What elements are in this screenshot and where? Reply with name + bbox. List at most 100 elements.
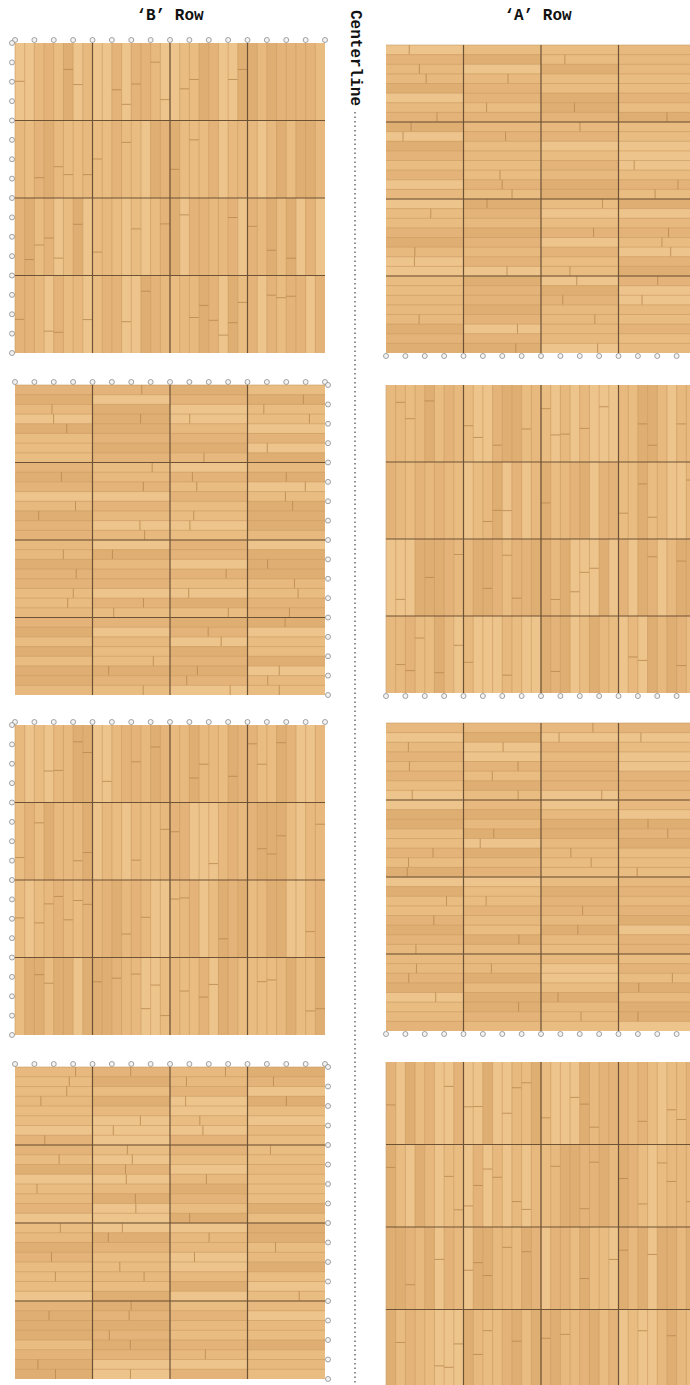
centerline: [354, 112, 355, 1385]
tile-tab: [303, 720, 308, 725]
tile-tab: [326, 460, 331, 465]
tile-tab: [422, 354, 427, 359]
tile-tab: [326, 1260, 331, 1265]
tile-tab: [90, 380, 95, 385]
tile-tab: [109, 38, 114, 43]
row-label: ‘B’ Row: [136, 8, 203, 24]
tile-tab: [264, 1062, 269, 1067]
tile-tab: [168, 720, 173, 725]
tile-tab: [10, 897, 15, 902]
tile-tab: [10, 196, 15, 201]
tile-tab: [655, 354, 660, 359]
tile-surface: [386, 385, 690, 693]
tile-tab: [635, 694, 640, 699]
tile-tab: [519, 694, 524, 699]
tile-tab: [674, 1032, 679, 1037]
tile-tab: [187, 380, 192, 385]
tile-tab: [577, 1032, 582, 1037]
tile-tab: [519, 1032, 524, 1037]
tile-tab: [10, 176, 15, 181]
tile-tab: [284, 1062, 289, 1067]
tile-surface: [15, 725, 325, 1035]
tile-tab: [597, 1032, 602, 1037]
tile-tab: [10, 157, 15, 162]
tile-tab: [403, 694, 408, 699]
tile-tab: [32, 38, 37, 43]
floor-tile: [384, 723, 690, 1037]
tile-tab: [461, 694, 466, 699]
tile-tab: [326, 1201, 331, 1206]
tile-tab: [245, 38, 250, 43]
tile-tab: [71, 720, 76, 725]
tile-surface: [386, 1062, 690, 1385]
tile-tab: [206, 380, 211, 385]
tile-tab: [384, 354, 389, 359]
tile-tab: [10, 742, 15, 747]
tile-tab: [558, 354, 563, 359]
tile-tab: [32, 380, 37, 385]
tile-tab: [326, 615, 331, 620]
tile-tab: [32, 720, 37, 725]
tile-tab: [168, 1062, 173, 1067]
tile-tab: [326, 1123, 331, 1128]
tile-tab: [226, 1062, 231, 1067]
tile-tab: [10, 819, 15, 824]
tile-tab: [187, 38, 192, 43]
tile-tab: [13, 1062, 18, 1067]
floor-tile: [10, 720, 328, 1038]
tile-tab: [500, 694, 505, 699]
tile-tab: [577, 694, 582, 699]
tile-tab: [326, 1279, 331, 1284]
tile-tab: [326, 1357, 331, 1362]
tile-tab: [326, 654, 331, 659]
tile-tab: [539, 1032, 544, 1037]
tile-tab: [635, 354, 640, 359]
tile-tab: [303, 1062, 308, 1067]
tile-tab: [303, 380, 308, 385]
tile-tab: [326, 1377, 331, 1382]
tile-tab: [129, 1062, 134, 1067]
tile-tab: [480, 1032, 485, 1037]
tile-tab: [168, 38, 173, 43]
tile-tab: [10, 60, 15, 65]
tile-tab: [326, 1221, 331, 1226]
tile-tab: [674, 354, 679, 359]
tile-tab: [442, 1032, 447, 1037]
tile-tab: [326, 402, 331, 407]
tile-tab: [326, 1065, 331, 1070]
tile-tab: [10, 254, 15, 259]
tile-tab: [326, 518, 331, 523]
tile-tab: [10, 1033, 15, 1038]
tile-surface: [386, 45, 690, 353]
tile-tab: [326, 1182, 331, 1187]
tile-tab: [326, 1084, 331, 1089]
tile-tab: [10, 974, 15, 979]
tile-tab: [90, 1062, 95, 1067]
tile-tab: [326, 538, 331, 543]
tile-tab: [71, 38, 76, 43]
tile-tab: [264, 720, 269, 725]
tile-tab: [558, 1032, 563, 1037]
tile-tab: [655, 1032, 660, 1037]
tile-tab: [597, 694, 602, 699]
floor-tile: [384, 45, 690, 359]
tile-tab: [10, 916, 15, 921]
tile-tab: [10, 1013, 15, 1018]
tile-tab: [326, 673, 331, 678]
tile-tab: [51, 38, 56, 43]
tile-tab: [326, 596, 331, 601]
tile-tab: [245, 380, 250, 385]
tile-tab: [422, 694, 427, 699]
tile-tab: [10, 994, 15, 999]
tile-tab: [616, 694, 621, 699]
tile-tab: [500, 354, 505, 359]
floor-tile: [10, 38, 328, 356]
tile-tab: [326, 1104, 331, 1109]
tile-tab: [51, 1062, 56, 1067]
tile-tab: [10, 839, 15, 844]
tile-tab: [109, 720, 114, 725]
tile-tab: [326, 1299, 331, 1304]
tile-tab: [206, 720, 211, 725]
tile-tab: [148, 380, 153, 385]
tile-tab: [109, 1062, 114, 1067]
